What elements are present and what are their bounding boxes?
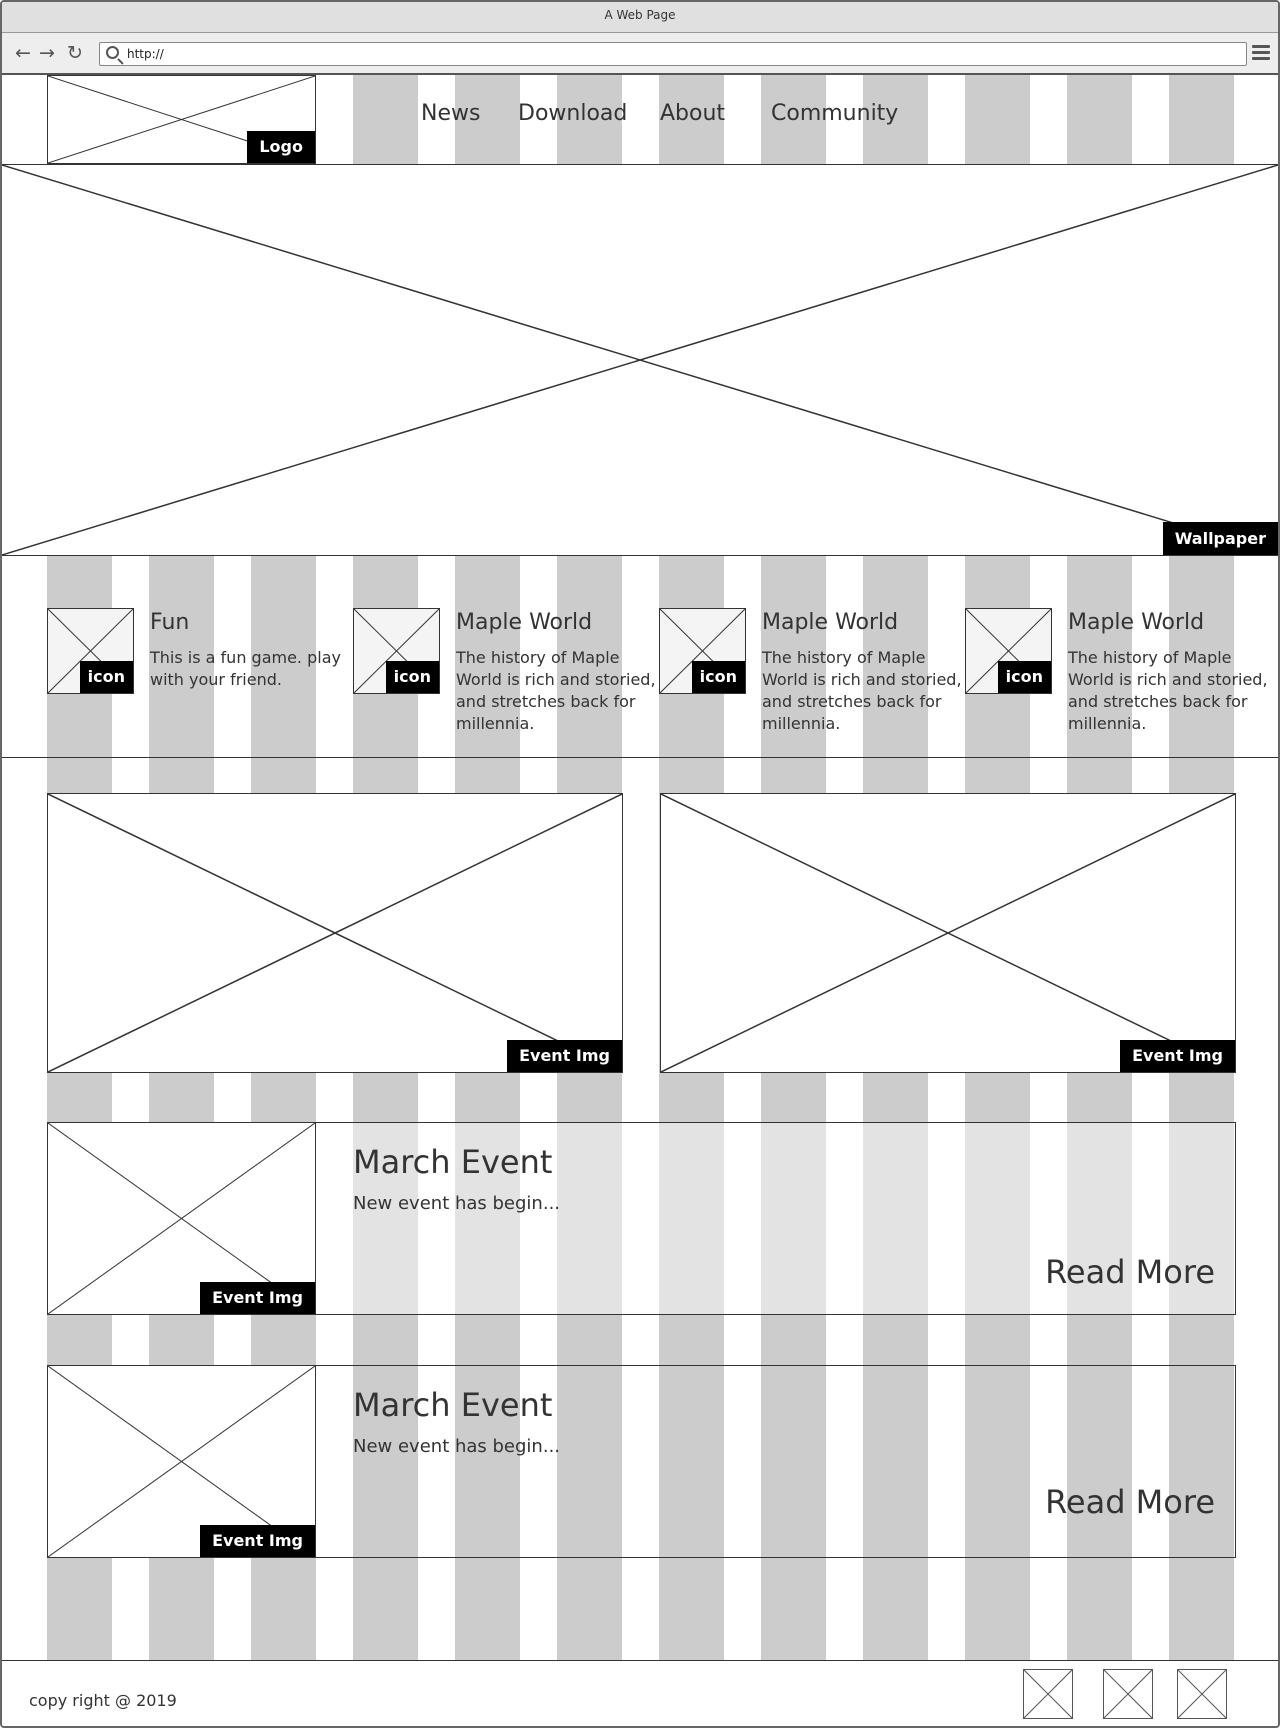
social-link-icon[interactable]	[1103, 1669, 1153, 1719]
icon-label: icon	[691, 661, 745, 693]
feature-title: Fun	[150, 610, 190, 635]
search-icon	[106, 46, 119, 59]
social-link-icon[interactable]	[1023, 1669, 1073, 1719]
nav-community[interactable]: Community	[771, 101, 899, 126]
event-card: Event Img March Event New event has begi…	[47, 1122, 1236, 1315]
event-image-label: Event Img	[507, 1040, 622, 1072]
feature-icon: icon	[965, 608, 1052, 694]
back-arrow-icon[interactable]: ←	[15, 42, 31, 64]
nav-about[interactable]: About	[660, 101, 726, 126]
feature-title: Maple World	[1068, 610, 1205, 635]
feature-icon: icon	[353, 608, 440, 694]
window-title: A Web Page	[2, 2, 1278, 33]
nav-news[interactable]: News	[421, 101, 481, 126]
page-content: Logo News Download About Community Wallp…	[2, 75, 1278, 1726]
event-desc: New event has begin...	[353, 1436, 561, 1457]
forward-arrow-icon[interactable]: →	[39, 42, 55, 64]
copyright-text: copy right @ 2019	[29, 1691, 177, 1710]
feature-title: Maple World	[762, 610, 899, 635]
event-image-label: Event Img	[1120, 1040, 1235, 1072]
icon-label: icon	[79, 661, 133, 693]
read-more-link[interactable]: Read More	[1045, 1253, 1215, 1291]
site-header: Logo News Download About Community	[2, 75, 1278, 164]
feature-desc: The history of Maple World is rich and s…	[762, 648, 962, 733]
event-thumbnail-label: Event Img	[200, 1282, 315, 1314]
logo-label: Logo	[247, 131, 315, 163]
hamburger-menu-icon[interactable]	[1252, 45, 1270, 61]
hero-wallpaper: Wallpaper	[2, 164, 1278, 556]
site-footer: copy right @ 2019	[2, 1660, 1278, 1726]
address-bar[interactable]: http://	[99, 42, 1247, 66]
social-link-icon[interactable]	[1177, 1669, 1227, 1719]
feature-desc: This is a fun game. play with your frien…	[150, 648, 341, 689]
event-desc: New event has begin...	[353, 1193, 561, 1214]
icon-label: icon	[997, 661, 1051, 693]
event-thumbnail-label: Event Img	[200, 1525, 315, 1557]
url-text: http://	[127, 47, 164, 61]
feature-icon: icon	[47, 608, 134, 694]
event-title: March Event	[353, 1386, 553, 1424]
feature-desc: The history of Maple World is rich and s…	[1068, 648, 1268, 733]
event-image[interactable]: Event Img	[660, 793, 1236, 1073]
event-thumbnail[interactable]: Event Img	[48, 1366, 316, 1557]
browser-toolbar: ← → ↻ http://	[2, 33, 1278, 75]
event-title: March Event	[353, 1143, 553, 1181]
event-thumbnail[interactable]: Event Img	[48, 1123, 316, 1314]
feature-title: Maple World	[456, 610, 593, 635]
feature-desc: The history of Maple World is rich and s…	[456, 648, 656, 733]
event-image[interactable]: Event Img	[47, 793, 623, 1073]
read-more-link[interactable]: Read More	[1045, 1483, 1215, 1521]
feature-icon: icon	[659, 608, 746, 694]
icon-label: icon	[385, 661, 439, 693]
reload-icon[interactable]: ↻	[67, 42, 83, 64]
features-section: icon Fun This is a fun game. play with y…	[2, 556, 1278, 758]
wallpaper-label: Wallpaper	[1162, 522, 1278, 555]
nav-download[interactable]: Download	[518, 101, 628, 126]
logo[interactable]: Logo	[47, 75, 316, 164]
event-card: Event Img March Event New event has begi…	[47, 1365, 1236, 1558]
